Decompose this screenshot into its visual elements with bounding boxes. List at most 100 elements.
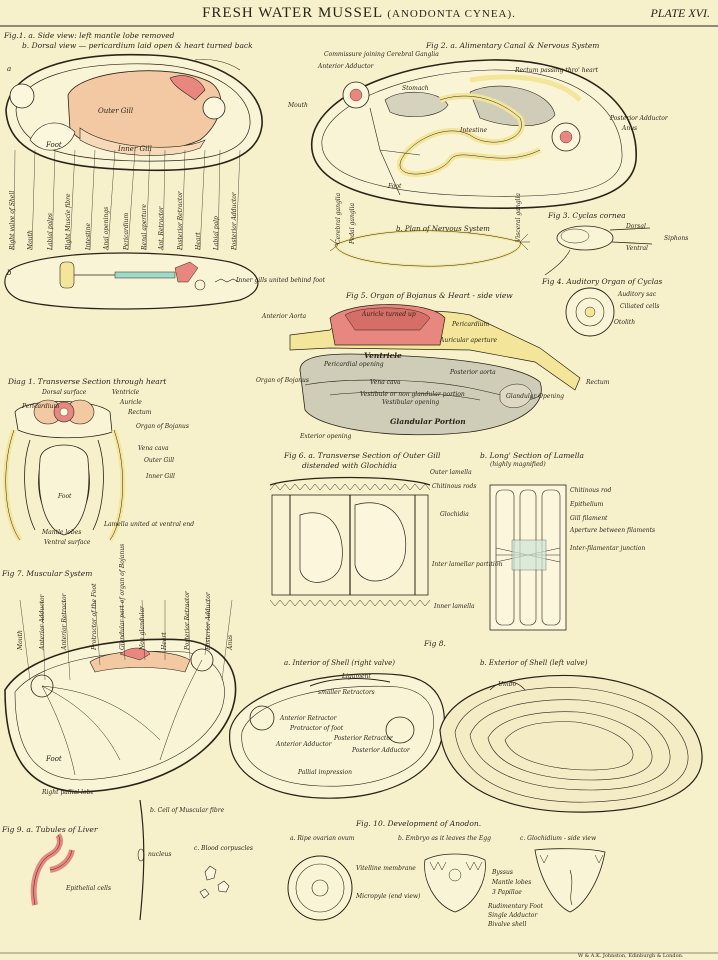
fig1-leaders: [13, 149, 241, 251]
fig10-a: a. Ripe ovarian ovum: [290, 835, 355, 842]
fig5-bojanus-heart: [289, 304, 581, 436]
fig7-rotated-label-7: Posterior Retractor: [184, 591, 191, 650]
title-main: FRESH WATER MUSSEL: [202, 5, 383, 21]
fig8-protractor: Protractor of foot: [290, 725, 344, 732]
fig9-tissues: [30, 799, 230, 921]
fig6b-aperture: Aperture between filaments: [570, 527, 656, 534]
fig1-rotated-label-12: Posterior Adductor: [231, 192, 238, 250]
fig4-caption: Fig 4. Auditory Organ of Cyclas: [542, 277, 663, 286]
fig6b-inter-filamentar: Inter-filamentar junction: [570, 545, 646, 552]
fig7-caption: Fig 7. Muscular System: [2, 569, 93, 578]
fig6b-epithelium: Epithelium: [570, 501, 604, 508]
fig9-nucleus: nucleus: [148, 851, 172, 858]
fig9-epithelial: Epithelial cells: [66, 885, 112, 892]
fig8-posterior-retractor: Posterior Retractor: [334, 735, 393, 742]
fig1-rotated-label-10: Heart: [195, 232, 202, 250]
fig2b-ganglion-2: Pedal ganglia: [349, 202, 356, 244]
diag1-ventricle: Ventricle: [112, 389, 140, 396]
fig5-auricle: Auricle turned up: [362, 311, 416, 318]
diag1-transverse-section: [3, 399, 126, 542]
diag1-auricle: Auricle: [120, 399, 142, 406]
fig5-pericardial-opening: Pericardial opening: [324, 361, 384, 368]
fig2a-alimentary-canal: [311, 59, 637, 210]
fig6a-caption: Fig 6. a. Transverse Section of Outer Gi…: [284, 451, 441, 460]
fig2-rectum: Rectum passing thro' heart: [515, 67, 598, 74]
fig2-mouth: Mouth: [288, 102, 308, 109]
diag1-mantle-lobes: Mantle lobes: [42, 529, 82, 536]
fig8-anterior-retractor: Anterior Retractor: [280, 715, 337, 722]
fig5-ventricle: Ventricle: [364, 351, 402, 360]
fig7-rotated-label-4: Glandular part of organ of Bojanus: [119, 543, 126, 650]
fig1-letter-a: a: [7, 65, 12, 73]
diag1-foot: Foot: [58, 493, 72, 500]
fig4-otolith: Otolith: [614, 319, 636, 326]
fig7-muscular-system: [4, 638, 237, 793]
diag1-inner-gill: Inner Gill: [146, 473, 175, 480]
fig5-anterior-aorta: Anterior Aorta: [262, 313, 307, 320]
fig6a-caption-2: distended with Glochidia: [302, 461, 397, 470]
fig2-intestine: Intestine: [460, 127, 488, 134]
fig6a-glochidia: Glochidia: [440, 511, 469, 518]
fig10-caption: Fig. 10. Development of Anodon.: [356, 819, 482, 828]
fig5-caption: Fig 5. Organ of Bojanus & Heart - side v…: [346, 291, 513, 300]
fig10-b: b. Embryo as it leaves the Egg: [398, 835, 491, 842]
fig10-c: c. Glochidium - side view: [520, 835, 597, 842]
fig1-foot-label: Foot: [46, 141, 62, 149]
fig2b-ganglion-1: Cerebral ganglia: [335, 192, 342, 244]
fig1-rotated-label-9: Posterior Retractor: [177, 191, 184, 250]
fig5-exterior-opening: Exterior opening: [300, 433, 352, 440]
fig6b-chitinous-rod: Chitinous rod: [570, 487, 612, 494]
fig6a-gill-section: [269, 476, 431, 607]
fig1-rotated-label-8: Ant. Retractor: [158, 206, 165, 250]
fig3-ventral: Ventral: [626, 245, 648, 252]
fig5-pericardium: Pericardium: [452, 321, 490, 328]
fig7-foot: Foot: [46, 755, 62, 763]
fig1-rotated-label-2: Labial palps: [47, 213, 54, 250]
fig5-glandular-opening: Glandular Opening: [506, 393, 564, 400]
fig2-commissure: Commissure joining Cerebral Ganglia: [324, 51, 439, 58]
fig8a-caption: a. Interior of Shell (right valve): [284, 659, 395, 667]
fig1-rotated-label-3: Right Muscle fibre: [65, 193, 72, 250]
fig6a-outer-lamella: Outer lamella: [430, 469, 472, 476]
fig5-vestibule: Vestibule or non glandular portion: [360, 391, 465, 398]
fig6a-inner-lamella: Inner lamella: [434, 603, 475, 610]
plate-title: FRESH WATER MUSSEL (ANODONTA CYNEA).: [0, 5, 718, 22]
fig4-ciliated-cells: Ciliated cells: [620, 303, 660, 310]
diag1-ventral-surface: Ventral surface: [44, 539, 91, 546]
fig6b-caption-2: (highly magnified): [490, 461, 546, 468]
fig8-posterior-adductor: Posterior Adductor: [352, 747, 410, 754]
fig1-rotated-label-6: Pericardium: [123, 212, 130, 250]
fig7-pallial: Right pallial lobe: [42, 789, 94, 796]
diag1-dorsal-surface: Dorsal surface: [42, 389, 87, 396]
fig6b-caption: b. Long' Section of Lamella: [480, 451, 585, 460]
fig5-rectum: Rectum: [586, 379, 610, 386]
fig7-rotated-label-6: Heart: [161, 632, 168, 650]
fig4-auditory-organ: [565, 287, 615, 337]
fig10-bivalve-shell: Bivalve shell: [488, 921, 527, 928]
fig2-foot: Foot: [388, 183, 402, 190]
fig7-rotated-label-9: Anus: [227, 634, 234, 650]
fig1-rotated-label-11: Labial palp: [213, 216, 220, 250]
fig1-rotated-label-7: Renal aperture: [141, 204, 148, 250]
fig6a-chitinous-rods: Chitinous rods: [432, 483, 477, 490]
fig10-byssus: Byssus: [492, 869, 513, 876]
fig2-caption: Fig 2. a. Alimentary Canal & Nervous Sys…: [426, 41, 600, 50]
fig8-smaller-retractors: smaller Retractors: [318, 689, 375, 696]
fig8-anterior-adductor: Anterior Adductor: [276, 741, 332, 748]
fig1-outer-gill-label: Outer Gill: [98, 107, 134, 115]
fig1-gills-united: Inner gills united behind foot: [236, 277, 326, 284]
fig10-single-adductor: Single Adductor: [488, 912, 538, 919]
diag1-pericardium: Pericardium: [22, 403, 60, 410]
fig9-caption-c: c. Blood corpuscles: [194, 845, 254, 852]
imprint: W & A.K. Johnston, Edinburgh & London.: [578, 953, 684, 959]
fig3-cyclas-cornea: [544, 225, 653, 276]
fig6b-lamella-section: [489, 484, 567, 631]
fig8-ligament: Ligament: [342, 673, 371, 680]
fig8a-shell-interior: [229, 673, 445, 799]
fig2-stomach: Stomach: [402, 85, 429, 92]
fig5-organ-bojanus: Organ of Bojanus: [256, 377, 309, 384]
fig1-inner-gill-label: Inner Gill: [118, 145, 152, 153]
fig1-rotated-label-4: Intestine: [85, 222, 92, 250]
plate-number: PLATE XVI.: [650, 6, 710, 20]
